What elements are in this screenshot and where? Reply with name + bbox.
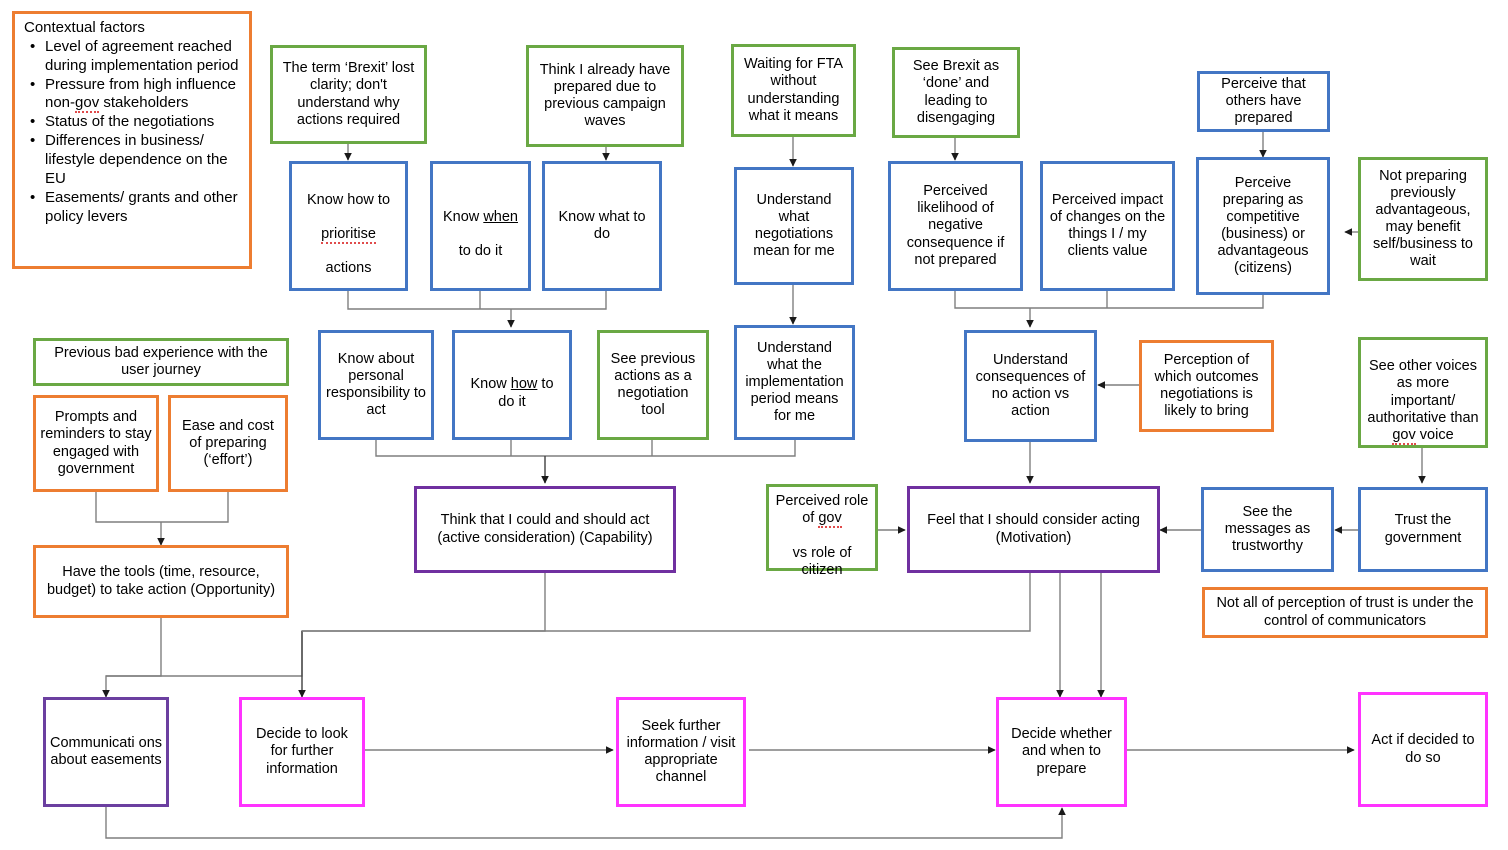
- node-perceived-likelihood[interactable]: Perceived likelihood of negative consequ…: [888, 161, 1023, 291]
- node-brexit-done[interactable]: See Brexit as ‘done’ and leading to dise…: [892, 47, 1020, 138]
- node-not-preparing-advantageous[interactable]: Not preparing previously advantageous, m…: [1358, 157, 1488, 281]
- spellcheck-word: gov: [1392, 426, 1416, 445]
- spellcheck-word: gov: [818, 510, 842, 529]
- node-perceived-impact[interactable]: Perceived impact of changes on the thing…: [1040, 161, 1175, 291]
- node-perceived-role-gov[interactable]: Perceived role of gov vs role of citizen: [766, 484, 878, 578]
- node-line: Know: [470, 376, 511, 393]
- node-trust-government[interactable]: Trust the government: [1358, 487, 1488, 572]
- node-know-what[interactable]: Know what to do: [542, 161, 662, 291]
- spellcheck-word: prioritise: [321, 226, 376, 244]
- node-feel-should-act-motivation[interactable]: Feel that I should consider acting (Moti…: [907, 486, 1160, 573]
- list-item: Easements/ grants and other policy lever…: [30, 189, 243, 227]
- node-not-all-trust[interactable]: Not all of perception of trust is under …: [1202, 587, 1488, 638]
- node-line: actions: [325, 260, 372, 277]
- node-see-previous-actions[interactable]: See previous actions as a negotiation to…: [597, 330, 709, 440]
- node-know-personal-responsibility[interactable]: Know about personal responsibility to ac…: [318, 330, 434, 440]
- node-see-other-voices[interactable]: See other voices as more important/ auth…: [1358, 337, 1488, 448]
- node-already-prepared[interactable]: Think I already have prepared due to pre…: [526, 45, 684, 147]
- node-understand-consequences[interactable]: Understand consequences of no action vs …: [964, 330, 1097, 442]
- node-understand-negotiations[interactable]: Understand what negotiations mean for me: [734, 167, 854, 285]
- node-brexit-term[interactable]: The term ‘Brexit’ lost clarity; don't un…: [270, 45, 427, 144]
- node-know-how-to-do-it[interactable]: Know how to do it: [452, 330, 572, 440]
- node-seek-further-information[interactable]: Seek further information / visit appropr…: [616, 697, 746, 807]
- node-line: See other voices as more important/ auth…: [1367, 358, 1479, 426]
- node-previous-bad-experience[interactable]: Previous bad experience with the user jo…: [33, 338, 289, 386]
- node-line: to do it: [498, 376, 554, 410]
- emphasis-word: how: [510, 376, 538, 393]
- node-perception-outcomes[interactable]: Perception of which outcomes negotiation…: [1139, 340, 1274, 432]
- spellcheck-word: gov: [75, 94, 100, 114]
- node-line: Know how to: [306, 191, 391, 208]
- node-think-could-should-capability[interactable]: Think that I could and should act (activ…: [414, 486, 676, 573]
- node-know-how-prioritise[interactable]: Know how to prioritise actions: [289, 161, 408, 291]
- node-communications-easements[interactable]: Communicati ons about easements: [43, 697, 169, 807]
- list-item: Differences in business/ lifestyle depen…: [30, 132, 243, 189]
- node-perceive-competitive[interactable]: Perceive preparing as competitive (busin…: [1196, 157, 1330, 295]
- node-waiting-fta[interactable]: Waiting for FTA without understanding wh…: [731, 44, 856, 137]
- node-prompts-reminders[interactable]: Prompts and reminders to stay engaged wi…: [33, 395, 159, 492]
- node-understand-implementation[interactable]: Understand what the implementation perio…: [734, 325, 855, 440]
- node-see-messages-trustworthy[interactable]: See the messages as trustworthy: [1201, 487, 1334, 572]
- list-item: Level of agreement reached during implem…: [30, 38, 243, 76]
- contextual-factors-list: Level of agreement reached during implem…: [15, 38, 249, 227]
- node-ease-cost[interactable]: Ease and cost of preparing (‘effort’): [168, 395, 288, 492]
- node-decide-look-further[interactable]: Decide to look for further information: [239, 697, 365, 807]
- node-line: voice: [1415, 426, 1454, 443]
- node-have-tools-opportunity[interactable]: Have the tools (time, resource, budget) …: [33, 545, 289, 618]
- node-line: vs role of citizen: [792, 544, 852, 578]
- node-act-if-decided[interactable]: Act if decided to do so: [1358, 692, 1488, 807]
- node-know-when[interactable]: Know when to do it: [430, 161, 531, 291]
- node-line: Perceived role of: [775, 493, 869, 527]
- contextual-factors-heading: Contextual factors: [24, 19, 145, 36]
- contextual-factors-box: Contextual factors Level of agreement re…: [12, 11, 252, 269]
- emphasis-word: when: [483, 208, 518, 225]
- node-line: to do it: [458, 243, 503, 260]
- node-decide-whether-when[interactable]: Decide whether and when to prepare: [996, 697, 1127, 807]
- list-item: Pressure from high influence non-gov sta…: [30, 76, 243, 114]
- node-others-prepared[interactable]: Perceive that others have prepared: [1197, 71, 1330, 132]
- node-line: Know: [443, 208, 484, 225]
- list-item: Status of the negotiations: [30, 113, 243, 132]
